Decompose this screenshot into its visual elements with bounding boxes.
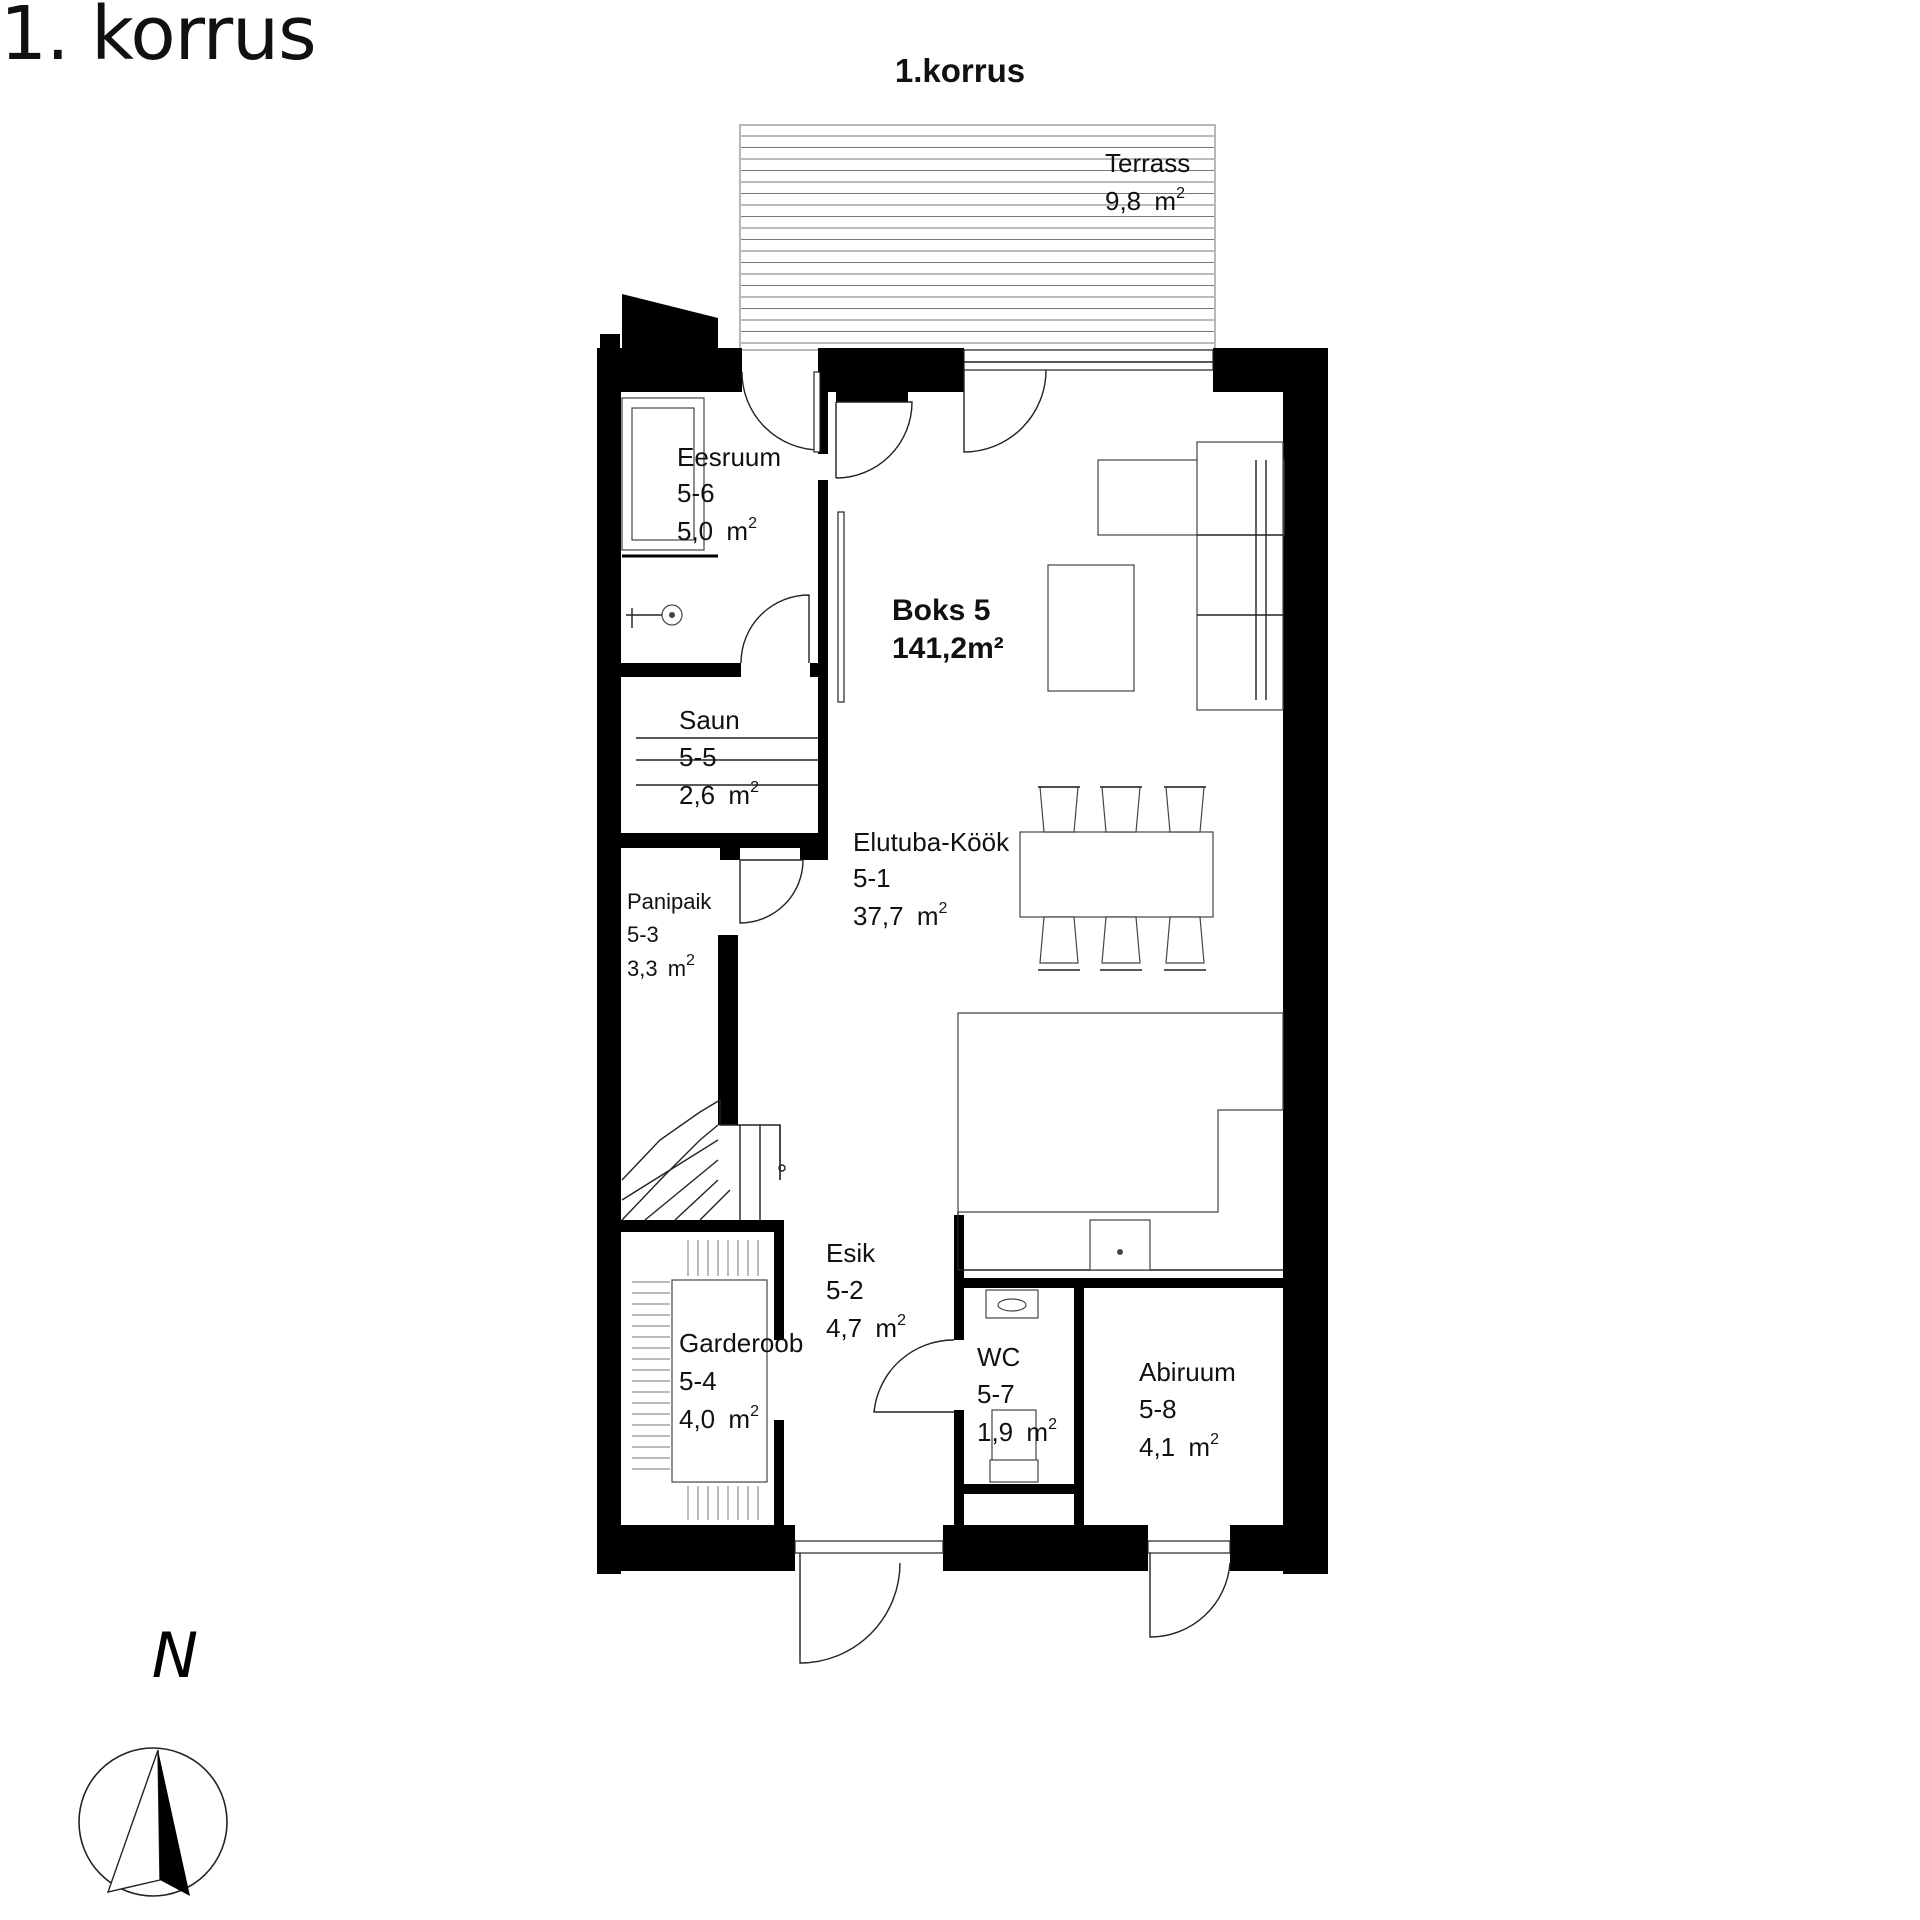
svg-text:N: N bbox=[152, 1619, 198, 1692]
svg-text:5-8: 5-8 bbox=[1139, 1394, 1177, 1424]
page-title: 1. korrus bbox=[0, 0, 317, 77]
svg-text:3,3 m2: 3,3 m2 bbox=[627, 952, 695, 981]
chair bbox=[1101, 786, 1141, 833]
room-label-saun: Saun 5-5 2,6 m2 bbox=[679, 705, 759, 810]
svg-text:Esik: Esik bbox=[826, 1238, 876, 1268]
north-arrow-icon bbox=[106, 1749, 161, 1893]
north-arrow: N bbox=[78, 1619, 228, 1897]
chair bbox=[1165, 916, 1205, 964]
room-label-terrass: Terrass 9,8 m2 bbox=[1105, 148, 1190, 216]
svg-text:Elutuba-Köök: Elutuba-Köök bbox=[853, 827, 1010, 857]
svg-text:WC: WC bbox=[977, 1342, 1020, 1372]
svg-text:4,1 m2: 4,1 m2 bbox=[1139, 1431, 1219, 1462]
room-label-abiruum: Abiruum 5-8 4,1 m2 bbox=[1139, 1357, 1236, 1462]
svg-text:4,7 m2: 4,7 m2 bbox=[826, 1312, 906, 1343]
svg-text:4,0 m2: 4,0 m2 bbox=[679, 1403, 759, 1434]
svg-text:Boks 5: Boks 5 bbox=[892, 594, 990, 627]
svg-text:Panipaik: Panipaik bbox=[627, 889, 712, 914]
svg-text:Terrass: Terrass bbox=[1105, 148, 1190, 178]
room-label-elutuba-kook: Elutuba-Köök 5-1 37,7 m2 bbox=[853, 827, 1010, 931]
room-labels: Terrass 9,8 m2 Eesruum 5-6 5,0 m2 Saun 5… bbox=[627, 148, 1236, 1462]
svg-text:5,0 m2: 5,0 m2 bbox=[677, 515, 757, 546]
svg-text:5-1: 5-1 bbox=[853, 863, 891, 893]
svg-text:2,6 m2: 2,6 m2 bbox=[679, 779, 759, 810]
svg-text:1,9 m2: 1,9 m2 bbox=[977, 1416, 1057, 1447]
chair bbox=[1101, 916, 1141, 964]
room-label-wc: WC 5-7 1,9 m2 bbox=[977, 1342, 1057, 1447]
svg-text:5-7: 5-7 bbox=[977, 1379, 1015, 1409]
svg-text:9,8 m2: 9,8 m2 bbox=[1105, 185, 1185, 216]
svg-text:Garderoob: Garderoob bbox=[679, 1328, 803, 1358]
plan-heading: 1.korrus bbox=[895, 52, 1025, 89]
room-label-esik: Esik 5-2 4,7 m2 bbox=[826, 1238, 906, 1343]
svg-text:141,2m²: 141,2m² bbox=[892, 632, 1004, 665]
room-label-eesruum: Eesruum 5-6 5,0 m2 bbox=[677, 442, 781, 546]
interior-walls bbox=[621, 392, 1284, 1530]
svg-text:5-2: 5-2 bbox=[826, 1275, 864, 1305]
svg-text:37,7 m2: 37,7 m2 bbox=[853, 900, 948, 931]
svg-text:5-5: 5-5 bbox=[679, 742, 717, 772]
chair bbox=[1039, 916, 1079, 964]
room-label-panipaik: Panipaik 5-3 3,3 m2 bbox=[627, 889, 712, 981]
svg-text:Saun: Saun bbox=[679, 705, 740, 735]
doors bbox=[739, 349, 1231, 1664]
furniture bbox=[621, 397, 1285, 1520]
svg-text:Eesruum: Eesruum bbox=[677, 442, 781, 472]
svg-text:Abiruum: Abiruum bbox=[1139, 1357, 1236, 1387]
chair bbox=[1165, 786, 1205, 833]
chair bbox=[1039, 786, 1079, 833]
svg-text:5-6: 5-6 bbox=[677, 478, 715, 508]
terrace bbox=[739, 124, 1216, 351]
room-label-garderoob: Garderoob 5-4 4,0 m2 bbox=[679, 1328, 803, 1434]
svg-text:5-4: 5-4 bbox=[679, 1366, 717, 1396]
compass-circle-icon bbox=[78, 1747, 228, 1897]
svg-text:5-3: 5-3 bbox=[627, 922, 659, 947]
exterior-walls bbox=[597, 294, 1328, 1574]
unit-label: Boks 5 141,2m² bbox=[892, 594, 1004, 665]
